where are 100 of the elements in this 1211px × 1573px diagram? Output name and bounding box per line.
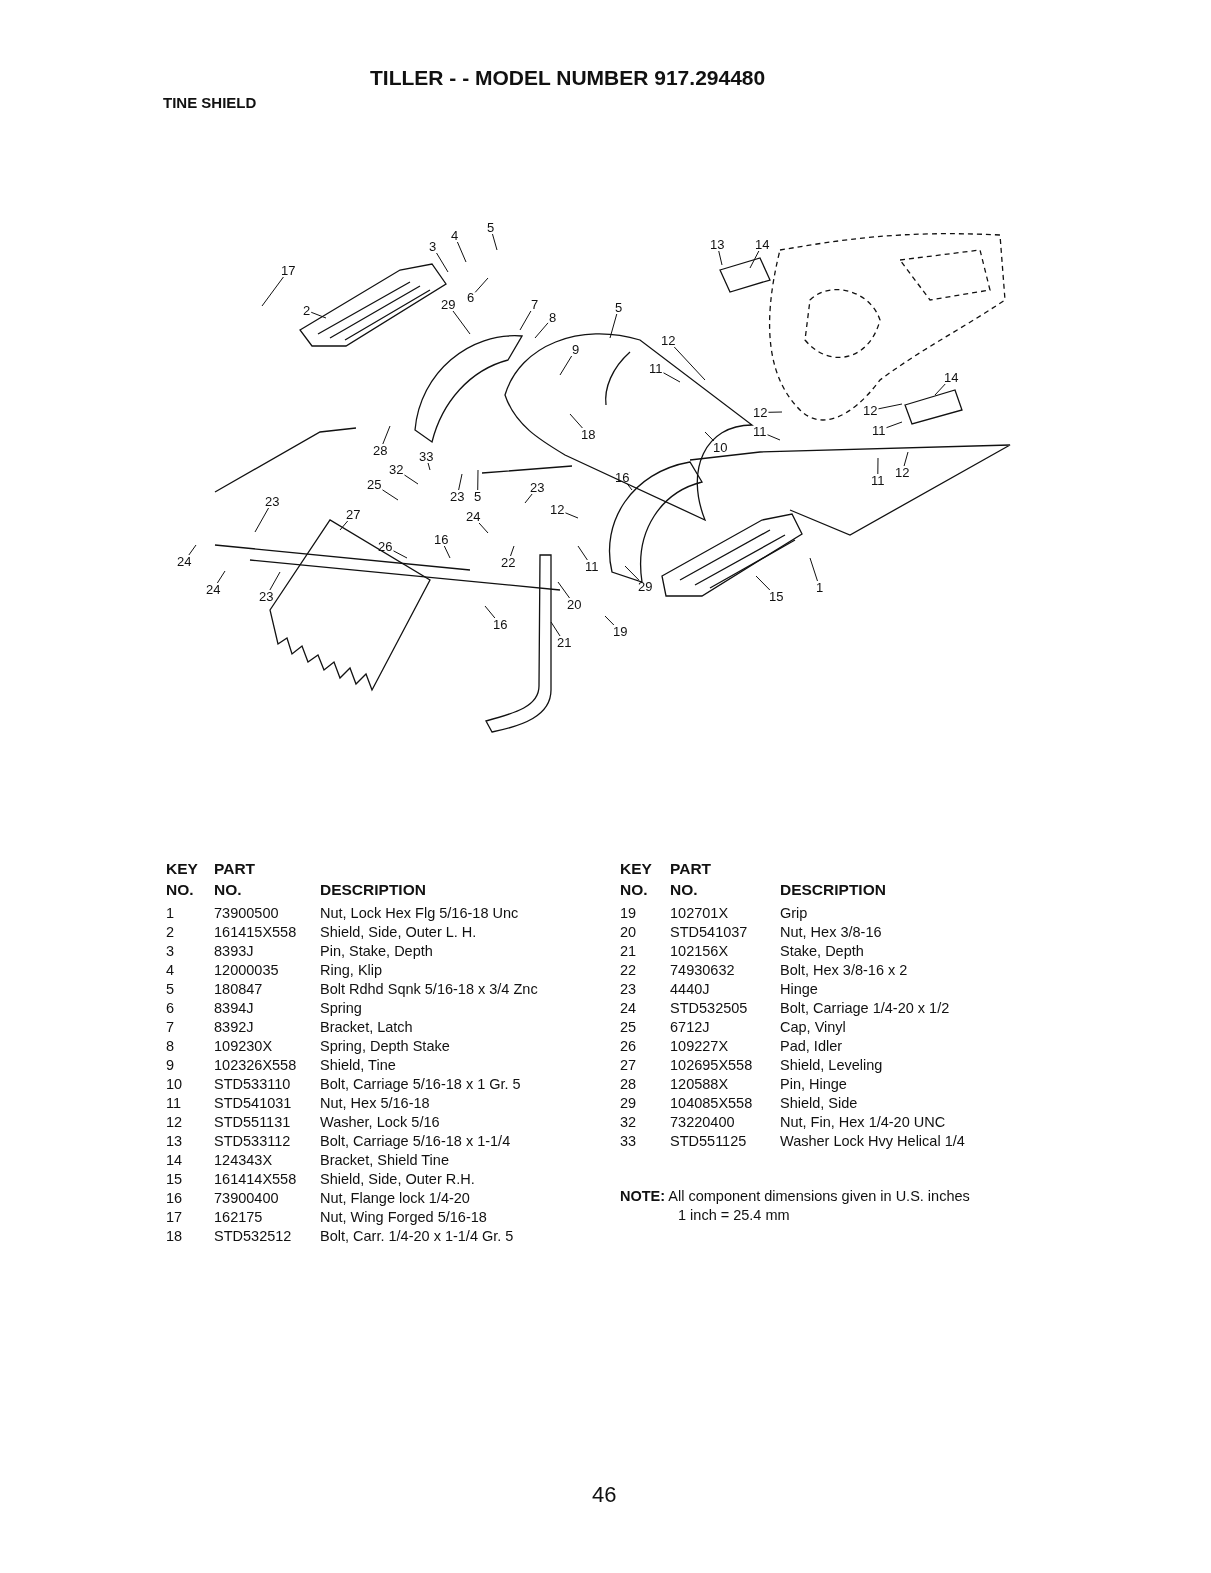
key-number: 15 [166, 1171, 183, 1188]
part-number: 73220400 [670, 1114, 735, 1131]
key-number: 14 [166, 1152, 183, 1169]
part-description: Washer, Lock 5/16 [320, 1114, 440, 1131]
key-number: 19 [620, 905, 637, 922]
callout-number: 25 [366, 478, 383, 491]
leader-line [550, 621, 561, 637]
leader-line [392, 550, 408, 559]
part-description: Nut, Fin, Hex 1/4-20 UNC [780, 1114, 946, 1131]
callout-number: 13 [709, 238, 726, 251]
leader-line [484, 605, 496, 619]
callout-number: 26 [377, 540, 394, 553]
part-number: 162175 [214, 1209, 263, 1226]
callout-number: 8 [548, 311, 558, 324]
page-number: 46 [592, 1482, 617, 1508]
part-description: Shield, Side, Outer L. H. [320, 924, 477, 941]
key-number: 22 [620, 962, 637, 979]
callout-number: 16 [492, 618, 509, 631]
leader-line [934, 383, 946, 396]
part-description: Bracket, Latch [320, 1019, 413, 1036]
callout-number: 4 [450, 229, 460, 242]
leader-line [609, 313, 618, 339]
callout-number: 2 [302, 304, 312, 317]
callout-number: 12 [660, 334, 677, 347]
part-number: 73900400 [214, 1190, 279, 1207]
callout-number: 6 [466, 291, 476, 304]
callout-number: 23 [529, 481, 546, 494]
leader-line [534, 322, 549, 339]
leader-line [903, 451, 909, 467]
leader-line [382, 425, 391, 445]
part-description: Washer Lock Hvy Helical 1/4 [780, 1133, 965, 1150]
leader-line [755, 575, 771, 591]
callout-number: 14 [754, 238, 771, 251]
part-number: 120588X [670, 1076, 729, 1093]
key-number: 28 [620, 1076, 637, 1093]
part-description: Shield, Side [780, 1095, 858, 1112]
part-description: Nut, Lock Hex Flg 5/16-18 Unc [320, 905, 519, 922]
column-header: DESCRIPTION [320, 880, 426, 900]
part-description: Ring, Klip [320, 962, 383, 979]
leader-line [519, 310, 532, 331]
key-number: 16 [166, 1190, 183, 1207]
part-number: STD541037 [670, 924, 748, 941]
section-heading: TINE SHIELD [163, 94, 257, 111]
part-number: 102326X558 [214, 1057, 297, 1074]
key-number: 10 [166, 1076, 183, 1093]
leader-line [510, 545, 515, 557]
leader-line [809, 557, 818, 582]
callout-number: 29 [637, 580, 654, 593]
callout-number: 32 [388, 463, 405, 476]
part-number: 73900500 [214, 905, 279, 922]
key-number: 1 [166, 905, 175, 922]
callout-number: 23 [449, 490, 466, 503]
callout-number: 23 [258, 590, 275, 603]
part-description: Bolt, Carr. 1/4-20 x 1-1/4 Gr. 5 [320, 1228, 514, 1245]
callout-number: 11 [584, 560, 600, 573]
part-description: Spring, Depth Stake [320, 1038, 450, 1055]
leader-line [478, 522, 489, 534]
leader-line [877, 403, 903, 410]
part-description: Pin, Hinge [780, 1076, 847, 1093]
key-number: 8 [166, 1038, 175, 1055]
leader-line [403, 474, 419, 485]
part-number: 6712J [670, 1019, 710, 1036]
callout-number: 11 [870, 474, 886, 487]
callout-number: 27 [345, 508, 362, 521]
part-description: Cap, Vinyl [780, 1019, 846, 1036]
key-number: 17 [166, 1209, 183, 1226]
callout-number: 16 [433, 533, 450, 546]
key-number: 23 [620, 981, 637, 998]
part-number: STD541031 [214, 1095, 292, 1112]
part-description: Shield, Tine [320, 1057, 396, 1074]
callout-number: 11 [648, 362, 664, 375]
part-description: Bolt, Carriage 1/4-20 x 1/2 [780, 1000, 950, 1017]
leader-line [559, 355, 573, 376]
callout-number: 12 [752, 406, 769, 419]
key-number: 5 [166, 981, 175, 998]
part-description: Grip [780, 905, 808, 922]
leader-line [564, 512, 579, 519]
leader-line [524, 493, 533, 504]
part-description: Nut, Hex 5/16-18 [320, 1095, 430, 1112]
note-text: 1 inch = 25.4 mm [678, 1207, 790, 1224]
callout-number: 12 [549, 503, 566, 516]
callout-number: 3 [428, 240, 438, 253]
callout-number: 21 [556, 636, 573, 649]
key-number: 6 [166, 1000, 175, 1017]
callout-number: 15 [768, 590, 785, 603]
key-number: 20 [620, 924, 637, 941]
callout-number: 7 [530, 298, 540, 311]
part-description: Bracket, Shield Tine [320, 1152, 449, 1169]
leader-line [626, 483, 633, 491]
leader-line [673, 346, 706, 381]
key-number: 3 [166, 943, 175, 960]
part-number: STD532505 [670, 1000, 748, 1017]
callout-number: 1 [815, 581, 825, 594]
callout-number: 17 [280, 264, 297, 277]
key-number: 27 [620, 1057, 637, 1074]
part-description: Bolt, Carriage 5/16-18 x 1 Gr. 5 [320, 1076, 521, 1093]
key-number: 2 [166, 924, 175, 941]
column-header: PART NO. [670, 859, 710, 900]
part-description: Bolt, Carriage 5/16-18 x 1-1/4 [320, 1133, 511, 1150]
part-description: Bolt Rdhd Sqnk 5/16-18 x 3/4 Znc [320, 981, 538, 998]
